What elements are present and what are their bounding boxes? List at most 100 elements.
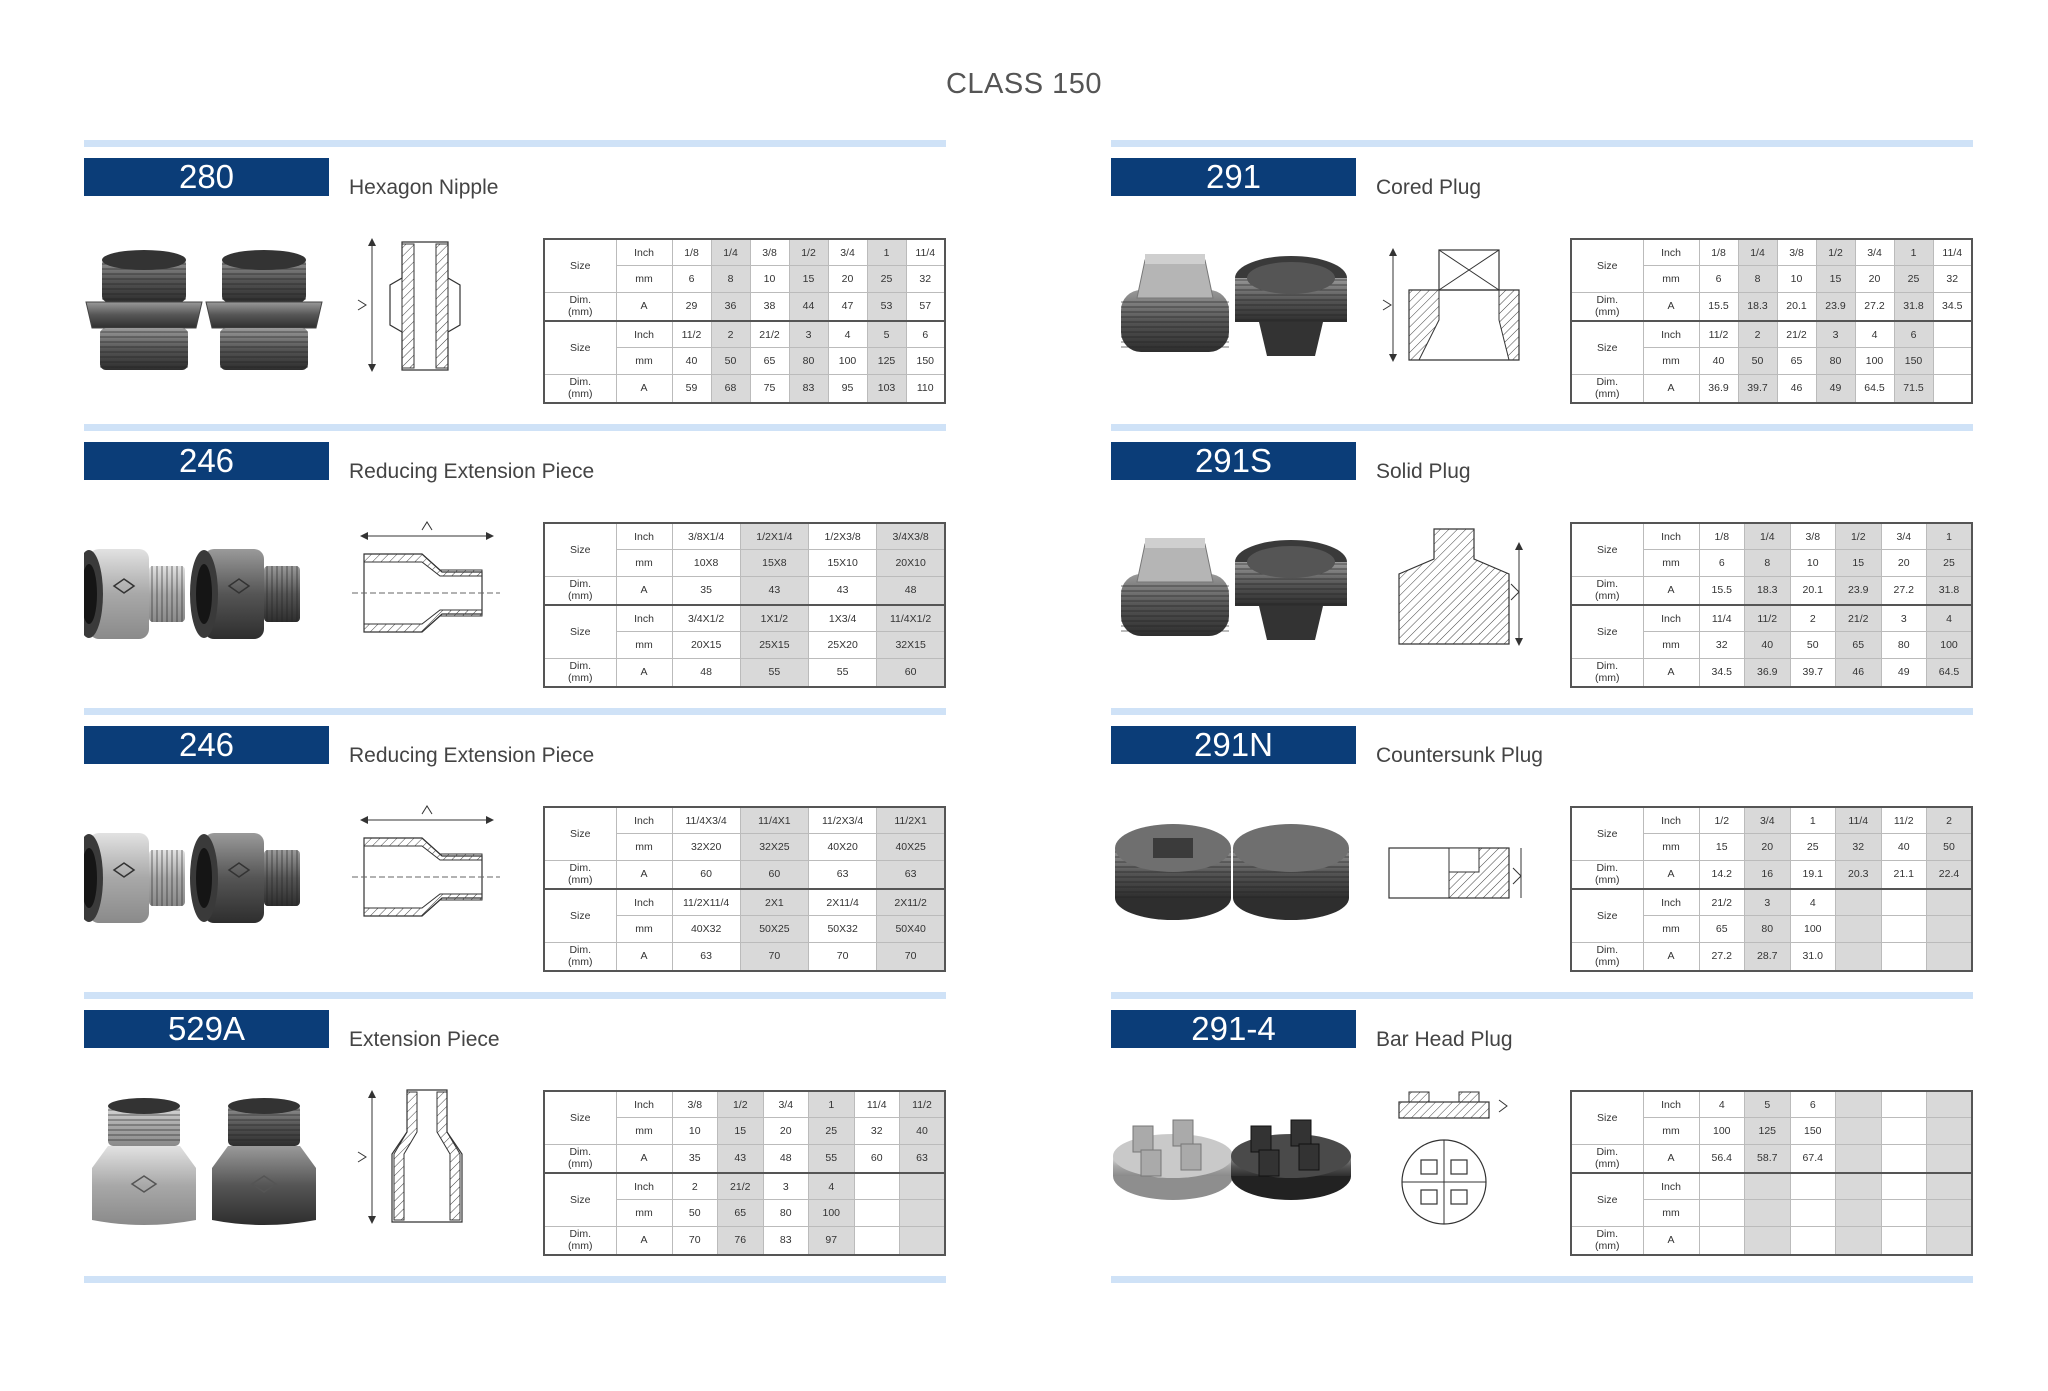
table-cell: 11/4X3/4 — [671, 806, 741, 835]
table-cell: 5 — [1744, 1090, 1791, 1119]
table-cell — [1744, 1199, 1791, 1227]
table-cell: 35 — [671, 575, 741, 606]
divider-rule — [1111, 992, 1973, 999]
table-cell: 21/2 — [717, 1171, 764, 1201]
table-cell: 150 — [1893, 347, 1934, 375]
unit-label: mm — [1642, 265, 1700, 293]
table-cell: 1/8 — [1698, 522, 1745, 551]
table-cell: 18.3 — [1737, 291, 1778, 322]
product-code: 280 — [84, 158, 329, 196]
table-cell: 38 — [749, 291, 790, 322]
table-cell: 80 — [762, 1199, 809, 1227]
dim-label: Dim.(mm) — [1570, 575, 1644, 606]
table-cell: 3 — [1815, 319, 1856, 349]
product-photo — [92, 1098, 316, 1225]
unit-label: A — [1642, 291, 1700, 322]
table-cell: 47 — [827, 291, 868, 322]
photo-area — [84, 1092, 324, 1232]
unit-label: A — [1642, 941, 1700, 972]
unit-label: Inch — [615, 319, 673, 349]
table-cell — [1835, 1090, 1882, 1119]
table-cell: 70 — [807, 941, 878, 972]
table-cell: 3/8 — [1776, 238, 1817, 267]
table-cell: 63 — [807, 859, 878, 890]
table-cell: 20 — [1854, 265, 1895, 293]
table-cell: 10 — [671, 1117, 718, 1145]
table-cell: 6 — [1698, 265, 1739, 293]
table-cell: 11/2X3/4 — [807, 806, 878, 835]
table-cell: 20 — [1744, 833, 1791, 861]
unit-label: Inch — [615, 1090, 673, 1119]
table-cell: 23.9 — [1815, 291, 1856, 322]
unit-label: mm — [1642, 915, 1700, 943]
table-cell — [1835, 1117, 1882, 1145]
table-row: Dim.(mm)A — [1570, 1225, 1973, 1256]
table-cell — [1835, 1143, 1882, 1174]
table-cell: 25 — [808, 1117, 855, 1145]
dim-label: Dim.(mm) — [1570, 657, 1644, 688]
unit-label: Inch — [1642, 806, 1700, 835]
size-label: Size — [1570, 522, 1644, 577]
table-cell — [1744, 1225, 1791, 1256]
table-cell: 25 — [1893, 265, 1934, 293]
table-cell: 70 — [876, 941, 946, 972]
technical-drawing — [1388, 847, 1522, 899]
table-cell: 2 — [1926, 806, 1973, 835]
size-label: Size — [1570, 603, 1644, 659]
table-cell — [1880, 1090, 1927, 1119]
table-cell: 22.4 — [1926, 859, 1973, 890]
table-cell: 1/2X1/4 — [739, 522, 810, 551]
dim-label: Dim.(mm) — [1570, 1143, 1644, 1174]
table-cell: 50X32 — [807, 915, 878, 943]
unit-label: Inch — [1642, 1171, 1700, 1201]
table-cell — [1835, 941, 1882, 972]
unit-label: A — [1642, 373, 1700, 404]
table-cell — [1835, 1199, 1882, 1227]
size-label: Size — [1570, 887, 1644, 943]
table-cell: 8 — [710, 265, 751, 293]
table-cell: 65 — [1698, 915, 1745, 943]
table-cell: 68 — [710, 373, 751, 404]
table-cell: 20 — [827, 265, 868, 293]
product-name: Solid Plug — [1376, 460, 1471, 483]
table-cell: 1X3/4 — [807, 603, 878, 633]
table-cell — [853, 1199, 900, 1227]
product-photo — [75, 549, 300, 639]
table-cell: 58.7 — [1744, 1143, 1791, 1174]
table-cell — [1880, 1171, 1927, 1201]
unit-label: A — [615, 657, 673, 688]
table-row: mm — [1571, 1199, 1973, 1227]
table-cell: 34.5 — [1698, 657, 1745, 688]
drawing-area — [1379, 230, 1529, 380]
table-cell — [1698, 1199, 1745, 1227]
table-cell: 40X20 — [807, 833, 878, 861]
table-cell: 64.5 — [1926, 657, 1973, 688]
dim-label: Dim.(mm) — [1570, 1225, 1644, 1256]
table-cell: 6 — [1698, 549, 1745, 577]
product-photo — [1113, 1119, 1351, 1200]
dim-label: Dim.(mm) — [543, 657, 617, 688]
table-cell — [1835, 1171, 1882, 1201]
table-cell: 50 — [710, 347, 751, 375]
table-cell: 65 — [1835, 631, 1882, 659]
technical-drawing — [352, 521, 500, 633]
table-cell: 11/2X1 — [876, 806, 946, 835]
page-title: CLASS 150 — [945, 68, 1103, 100]
table-cell — [1932, 319, 1973, 349]
table-cell: 25X20 — [807, 631, 878, 659]
table-cell: 3/4X1/2 — [671, 603, 741, 633]
product-name: Reducing Extension Piece — [349, 460, 595, 483]
table-cell — [1926, 915, 1973, 943]
table-cell: 4 — [827, 319, 868, 349]
